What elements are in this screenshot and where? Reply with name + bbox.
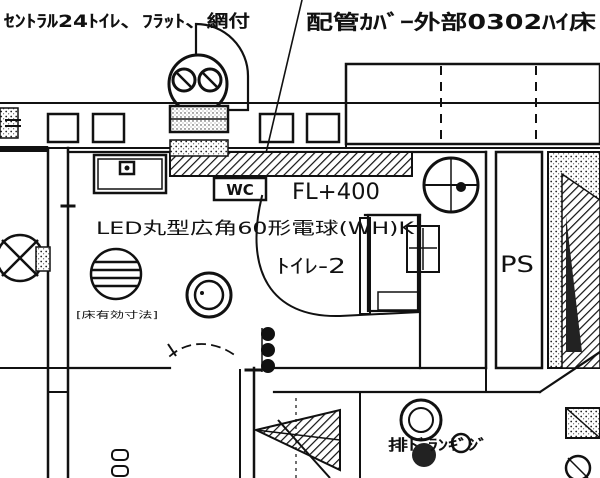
ps-shaft-label: PS — [500, 253, 534, 278]
lower-walls — [0, 350, 600, 478]
lower-fan-icon — [399, 398, 472, 467]
wash-counter — [92, 153, 168, 195]
upper-wall — [0, 102, 600, 149]
toilet-room-label: ﾄｲﾚ-2 — [276, 254, 346, 278]
right-shaded-block — [547, 151, 600, 369]
left-fan-icon — [0, 233, 51, 283]
leader-line — [261, 0, 303, 171]
swing-arc — [194, 22, 250, 112]
vent-fan-icon — [167, 53, 230, 134]
upper-right-block — [344, 62, 600, 146]
switch-cluster-icon — [261, 327, 275, 373]
wc-box-label: WC — [226, 181, 254, 199]
downlight-icon — [185, 271, 233, 319]
header-left-note: ｾﾝﾄﾗﾙ24ﾄｲﾚ、ﾌﾗｯﾄ、網付 — [3, 11, 250, 32]
lower-right-fixtures — [564, 407, 600, 478]
fl-height-label: FL+400 — [292, 180, 380, 205]
led-light-label: LED丸型広角60形電球(WH)K — [96, 219, 415, 239]
lower-cone-icon — [253, 398, 341, 478]
pipe-cover-block — [169, 139, 229, 157]
vent-tag-label: [床有効寸法] — [76, 309, 158, 321]
door — [167, 343, 262, 478]
door-swing-curve — [255, 194, 422, 318]
floor-vent-icon — [89, 247, 143, 301]
header-right-note: 配管ｶﾊﾞｰ外部0302ﾊｲ床 — [306, 10, 597, 34]
ps-shaft: PS — [494, 150, 544, 370]
left-wall — [0, 146, 76, 478]
outlet-icon — [111, 449, 129, 477]
ceiling-light-icon — [422, 156, 480, 214]
lower-label: 排ﾄﾞﾗﾝｷﾞｼﾞ — [388, 436, 488, 454]
wc-box: WC — [212, 176, 268, 202]
